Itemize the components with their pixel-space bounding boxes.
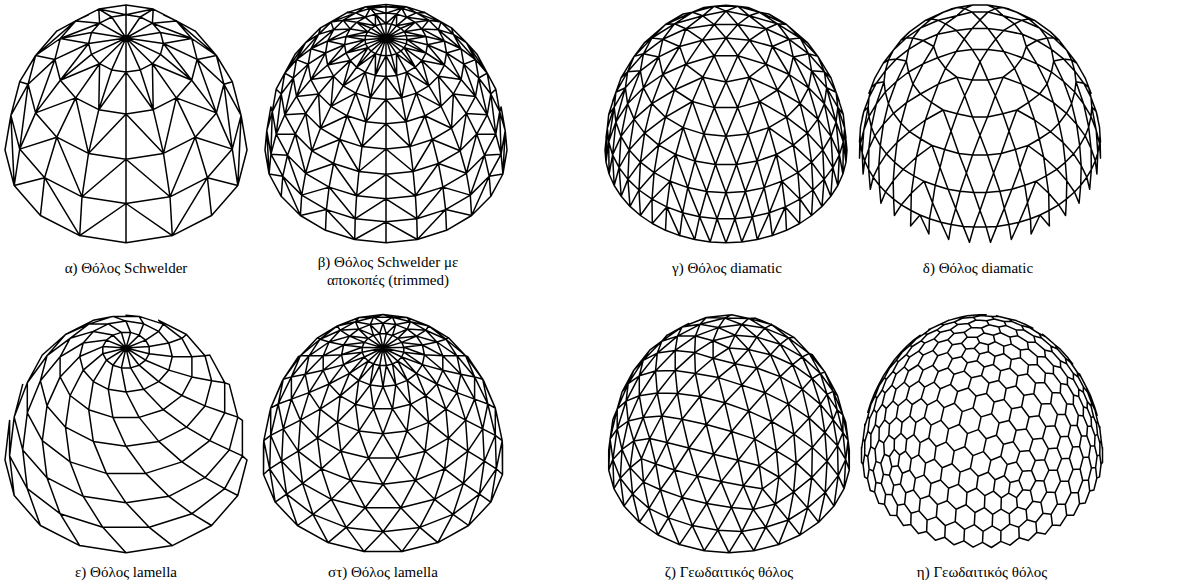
caption: δ) Θόλος diamatic <box>828 259 1128 277</box>
dome-wireframe <box>264 315 503 552</box>
dome-wireframe <box>605 5 847 242</box>
caption: γ) Θόλος diamatic <box>577 259 877 277</box>
dome-wireframe <box>862 315 1103 548</box>
caption: α) Θόλος Schwelder <box>0 259 276 277</box>
dome-wireframe <box>265 5 507 243</box>
dome-wireframe <box>860 5 1101 242</box>
caption: β) Θόλος Schwelder με αποκοπές (trimmed) <box>293 253 483 289</box>
caption: ε) Θόλος lamella <box>0 563 276 581</box>
dome-wireframe <box>5 5 247 243</box>
dome-wireframe <box>5 315 247 552</box>
caption: η) Γεωδαιτικός θόλος <box>832 563 1132 581</box>
dome-wireframe <box>609 315 850 553</box>
caption: ζ) Γεωδαιτικός θόλος <box>579 563 879 581</box>
caption: στ) Θόλος lamella <box>233 563 533 581</box>
